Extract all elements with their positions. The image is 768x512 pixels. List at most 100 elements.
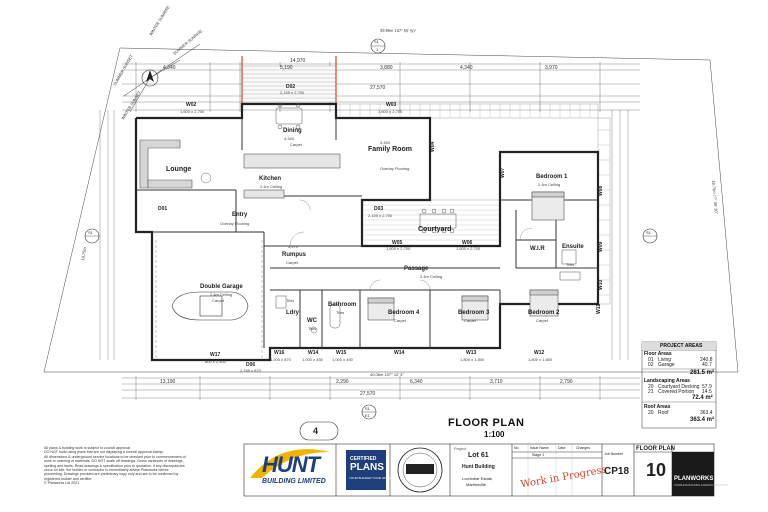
landscape-item-value: 14.5 <box>702 389 712 395</box>
win-w12: W12 <box>534 350 545 356</box>
win-w12-size: 1,800 x 1,800 <box>528 357 553 362</box>
finish-bathroom: Tiles <box>336 310 345 315</box>
room-rumpus: Rumpus <box>282 252 306 258</box>
finish-dining: Carpet <box>290 142 303 147</box>
win-w14b: W14 <box>394 350 405 356</box>
floor-item-name: Living <box>658 357 672 363</box>
floor-item-value: 240.8 <box>700 357 713 363</box>
sheet-label: FLOOR PLAN <box>636 446 675 452</box>
dim-top-d: 3,970 <box>545 65 558 71</box>
dim-top-e: 4,340 <box>460 65 473 71</box>
door-d02: D02 <box>286 84 296 90</box>
door-d06-size: 2,155 x 870 <box>240 368 261 373</box>
win-w16-size: 1,200 x 870 <box>270 357 291 362</box>
dim-bottom-c: 6,340 <box>410 379 423 385</box>
project-label: Project <box>454 446 467 451</box>
dim-top-total: 27,570 <box>370 85 386 91</box>
ref-number: 4 <box>313 426 319 436</box>
win-w13-size: 1,800 x 1,800 <box>460 357 485 362</box>
win-w17-size: 800 x 2,400 <box>205 359 226 364</box>
job-number: CP18 <box>604 466 630 477</box>
brand-sub: COMPLETE BUILDING & DESIGN SOLUTIONS <box>674 484 729 487</box>
note-line: All dimensions & underground service loc… <box>44 454 186 459</box>
rev-header-changes: Changes <box>576 446 591 450</box>
roof-total: 363.4 m² <box>690 417 715 423</box>
boundary-bottom: 40.06m 157° 12' 3" <box>370 372 404 377</box>
landscape-item-name: Courtyard Decking <box>658 384 700 390</box>
dim-rumpus: 3,270 <box>288 244 299 249</box>
section-top-num: 1 <box>376 47 379 52</box>
project-address1: Lochinbar Estate, <box>462 476 494 481</box>
note-line: proceeding. Drawings provided are prelim… <box>44 472 179 477</box>
roof-item-name: Roof <box>658 410 669 416</box>
win-w06-size: 1,600 x 2,700 <box>456 246 481 251</box>
landscape-item-name: Covered Portion <box>658 389 695 395</box>
dim-top-c: 4,340 <box>163 65 176 71</box>
project-client: Hunt Building <box>462 464 495 470</box>
roof-item-code: 20 <box>648 410 654 416</box>
job-label: Job Number <box>604 452 624 456</box>
win-w17: W17 <box>210 352 221 358</box>
dim-bottom-d: 3,710 <box>490 379 503 385</box>
section-bottom-label: S1 <box>365 406 370 411</box>
finish-bed3: Carpet <box>464 318 477 323</box>
landscape-item-code: 21 <box>648 389 654 395</box>
finish-family: Overlay Flooring <box>380 166 410 171</box>
room-dining: Dining <box>283 128 302 134</box>
dim-top-f: 5,190 <box>280 65 293 71</box>
room-entry: Entry <box>232 212 248 218</box>
note-line: DO NOT build using plans that are not di… <box>44 450 164 455</box>
room-family: Family Room <box>368 146 412 153</box>
roof-item-value: 363.4 <box>700 410 713 416</box>
sheet-title: FLOOR PLAN <box>448 417 525 429</box>
room-kitchen: Kitchen <box>259 176 282 182</box>
win-w14: W14 <box>308 350 319 356</box>
floor-areas-header: Floor Areas <box>644 351 672 357</box>
room-wc: WC <box>307 318 317 324</box>
rev-issue: Stage 1 <box>532 453 545 457</box>
win-w04: W04 <box>430 141 436 152</box>
site-boundary <box>43 47 739 373</box>
general-notes: All plans & building work is subject to … <box>44 446 240 486</box>
company-sub: BUILDING LIMITED <box>262 478 326 485</box>
room-ldry: Ldry <box>286 310 300 316</box>
room-bedroom4: Bedroom 4 <box>388 310 420 316</box>
finish-kitchen-ceiling: 2.4m Ceiling <box>260 184 283 189</box>
roof-header: Roof Areas <box>644 404 671 410</box>
section-top-label: S1 <box>374 39 379 44</box>
win-w08: W08 <box>598 185 604 196</box>
dim-bottom-b: 2,290 <box>336 379 349 385</box>
finish-bed2: Carpet <box>536 318 549 323</box>
landscape-item-value: 57.9 <box>702 384 712 390</box>
cert-line2: PLANS <box>350 462 384 473</box>
project-areas-header: PROJECT AREAS <box>660 343 703 349</box>
finish-garage-ceiling: 2.4m Ceiling <box>210 292 233 297</box>
room-courtyard: Courtyard <box>418 226 452 233</box>
company-logo: HUNT <box>262 452 320 477</box>
win-w03: W03 <box>386 102 397 108</box>
finish-entry: Overlay Flooring <box>220 221 250 226</box>
dim-family: 3,450 <box>380 140 391 145</box>
win-w15: W15 <box>336 350 347 356</box>
dim-dining: 4,340 <box>284 136 295 141</box>
win-w02-size: 1,600 x 2,700 <box>180 109 205 114</box>
finish-bedroom1-ceiling: 2.4m Ceiling <box>538 182 561 187</box>
finish-ldry: Tiles <box>286 298 295 303</box>
door-d03: D03 <box>374 206 384 212</box>
sheet-number: 10 <box>646 460 667 480</box>
finish-garage-floor: Carpet <box>212 298 225 303</box>
cert-line3: YOUR BUILDER YOUR HOME <box>349 476 391 480</box>
note-line: work or ordering of materials. DO NOT sc… <box>44 459 184 464</box>
win-w07: W07 <box>500 167 506 178</box>
win-w09: W09 <box>598 241 604 252</box>
floor-total: 281.5 m² <box>690 370 715 376</box>
room-lounge: Lounge <box>166 166 192 173</box>
finish-wc: Tiles <box>308 326 317 331</box>
cert-line1: CERTIFIED <box>350 456 377 462</box>
finish-ensuite: Tiles <box>566 262 575 267</box>
win-w05-size: 1,600 x 2,700 <box>386 246 411 251</box>
boundary-top: 39.86m 167° 55' 50" <box>379 27 417 34</box>
cert-badge <box>346 450 386 490</box>
